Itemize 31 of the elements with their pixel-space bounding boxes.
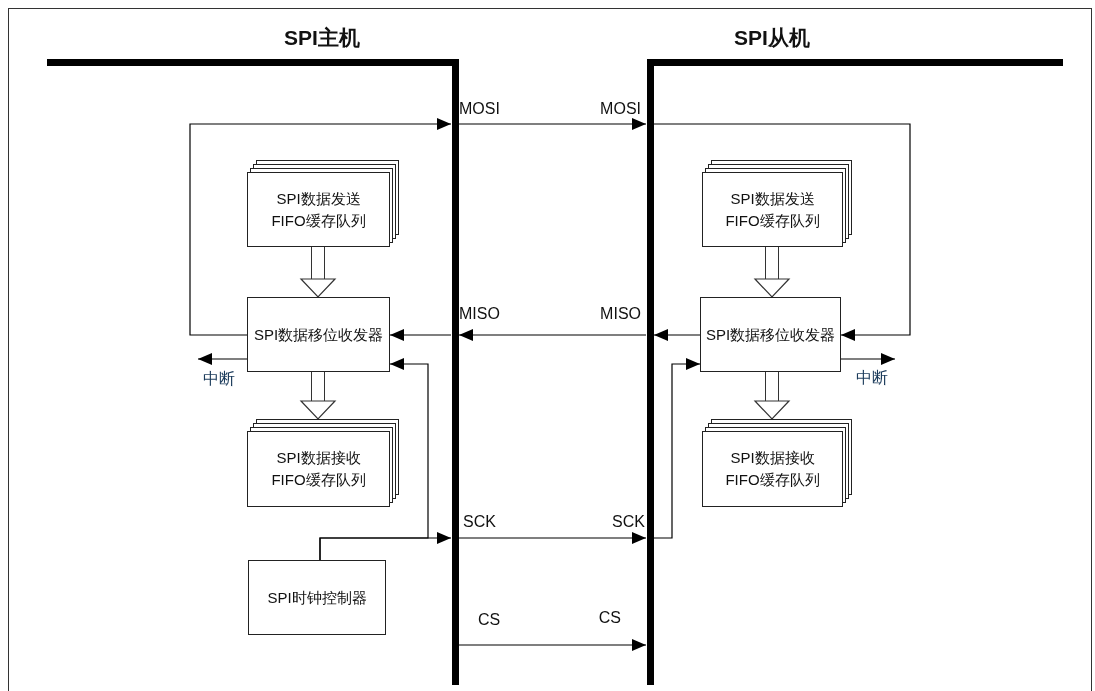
signal-label: MOSI	[459, 100, 500, 118]
signal-label: CS	[598, 609, 621, 627]
signal-arrow	[840, 353, 896, 365]
hollow-arrow	[300, 372, 336, 420]
hollow-arrow	[754, 372, 790, 420]
hollow-arrow	[300, 247, 336, 298]
clock-controller-box: SPI时钟控制器	[248, 560, 386, 635]
signal-arrow	[653, 358, 701, 539]
edge-label: 中断	[856, 369, 888, 387]
bus-heading: SPI从机	[734, 26, 810, 50]
signal-label: SCK	[463, 513, 496, 531]
hollow-arrow	[754, 247, 790, 298]
signal-arrow	[653, 123, 911, 341]
signal-arrow	[653, 329, 701, 341]
bus-heading: SPI主机	[284, 26, 360, 50]
signal-label: CS	[478, 611, 501, 629]
signal-arrow	[189, 118, 452, 336]
signal-arrow	[197, 353, 248, 365]
shift-register-box: SPI数据移位收发器	[247, 297, 390, 372]
signal-arrow	[458, 639, 647, 651]
signal-label: MOSI	[600, 100, 641, 118]
signal-arrow	[458, 532, 647, 544]
edge-label: 中断	[203, 370, 235, 388]
signal-arrow	[458, 329, 647, 341]
signal-label: SCK	[612, 513, 645, 531]
shift-register-box: SPI数据移位收发器	[700, 297, 841, 372]
signal-arrow	[389, 329, 452, 341]
signal-arrow	[319, 358, 429, 561]
signal-label: MISO	[459, 305, 500, 323]
signal-arrow	[458, 118, 647, 130]
signal-label: MISO	[600, 305, 641, 323]
